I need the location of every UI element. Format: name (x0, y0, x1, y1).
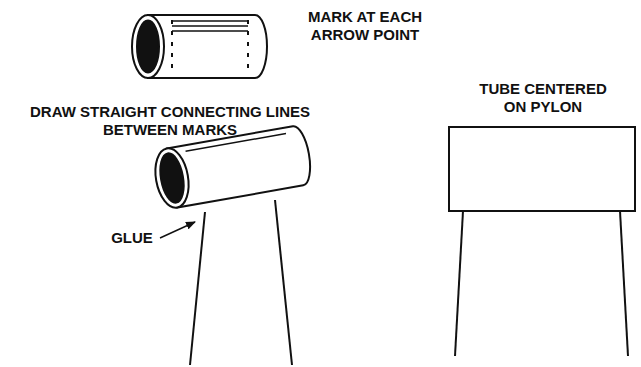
tube-on-pylon (449, 127, 635, 356)
instruction-label: DRAW STRAIGHT CONNECTING LINES BETWEEN M… (20, 103, 320, 139)
mark-tick (247, 64, 249, 68)
instruction-label: TUBE CENTERED ON PYLON (470, 80, 616, 116)
mark-tick (171, 31, 173, 35)
mark-tick (247, 53, 249, 57)
tube-marked (132, 15, 267, 78)
mark-tick (171, 42, 173, 46)
tube-glued (151, 124, 314, 365)
mark-tick (247, 20, 249, 24)
instruction-label: MARK AT EACH ARROW POINT (290, 8, 440, 44)
mark-tick (171, 53, 173, 57)
mark-tick (247, 42, 249, 46)
mark-tick (247, 31, 249, 35)
mark-tick (171, 64, 173, 68)
part-label: GLUE (104, 229, 160, 247)
mark-tick (171, 20, 173, 24)
